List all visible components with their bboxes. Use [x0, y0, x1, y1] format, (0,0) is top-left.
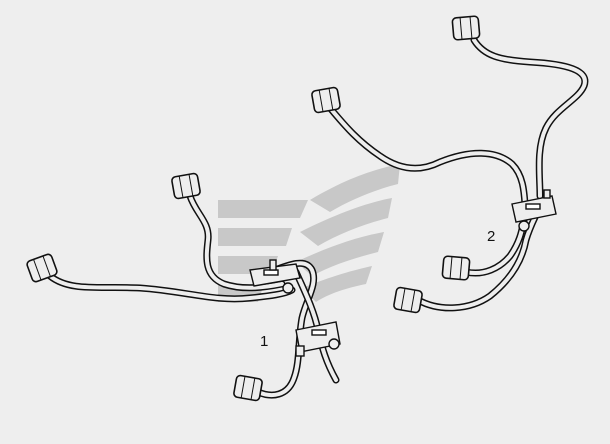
fuel-pipe-2c: [414, 202, 544, 312]
union-nut-2b: [311, 86, 341, 114]
pipe-assembly-2: [311, 15, 589, 314]
union-nut-1a: [26, 253, 58, 283]
union-nut-1b: [171, 172, 201, 200]
union-nut-2c: [441, 255, 471, 281]
pipe-clamp-1-upper: [249, 259, 301, 294]
watermark-logo: [218, 164, 400, 302]
callout-label-2: 2: [487, 228, 496, 245]
fuel-pipe-1a: [46, 272, 296, 303]
fuel-pipe-2a: [470, 36, 589, 200]
callout-label-1: 1: [260, 333, 269, 350]
union-nut-1c: [233, 374, 263, 402]
fuel-pipe-2b: [326, 104, 530, 220]
union-nut-2d: [393, 286, 423, 314]
pipe-clamp-1-lower: [295, 321, 341, 357]
union-nut-2a: [451, 15, 481, 41]
pipe-assembly-1: [26, 172, 341, 402]
fuel-pipe-1b: [186, 192, 286, 292]
pipe-clamp-2: [511, 189, 557, 232]
fuel-pipe-1c: [254, 259, 318, 399]
